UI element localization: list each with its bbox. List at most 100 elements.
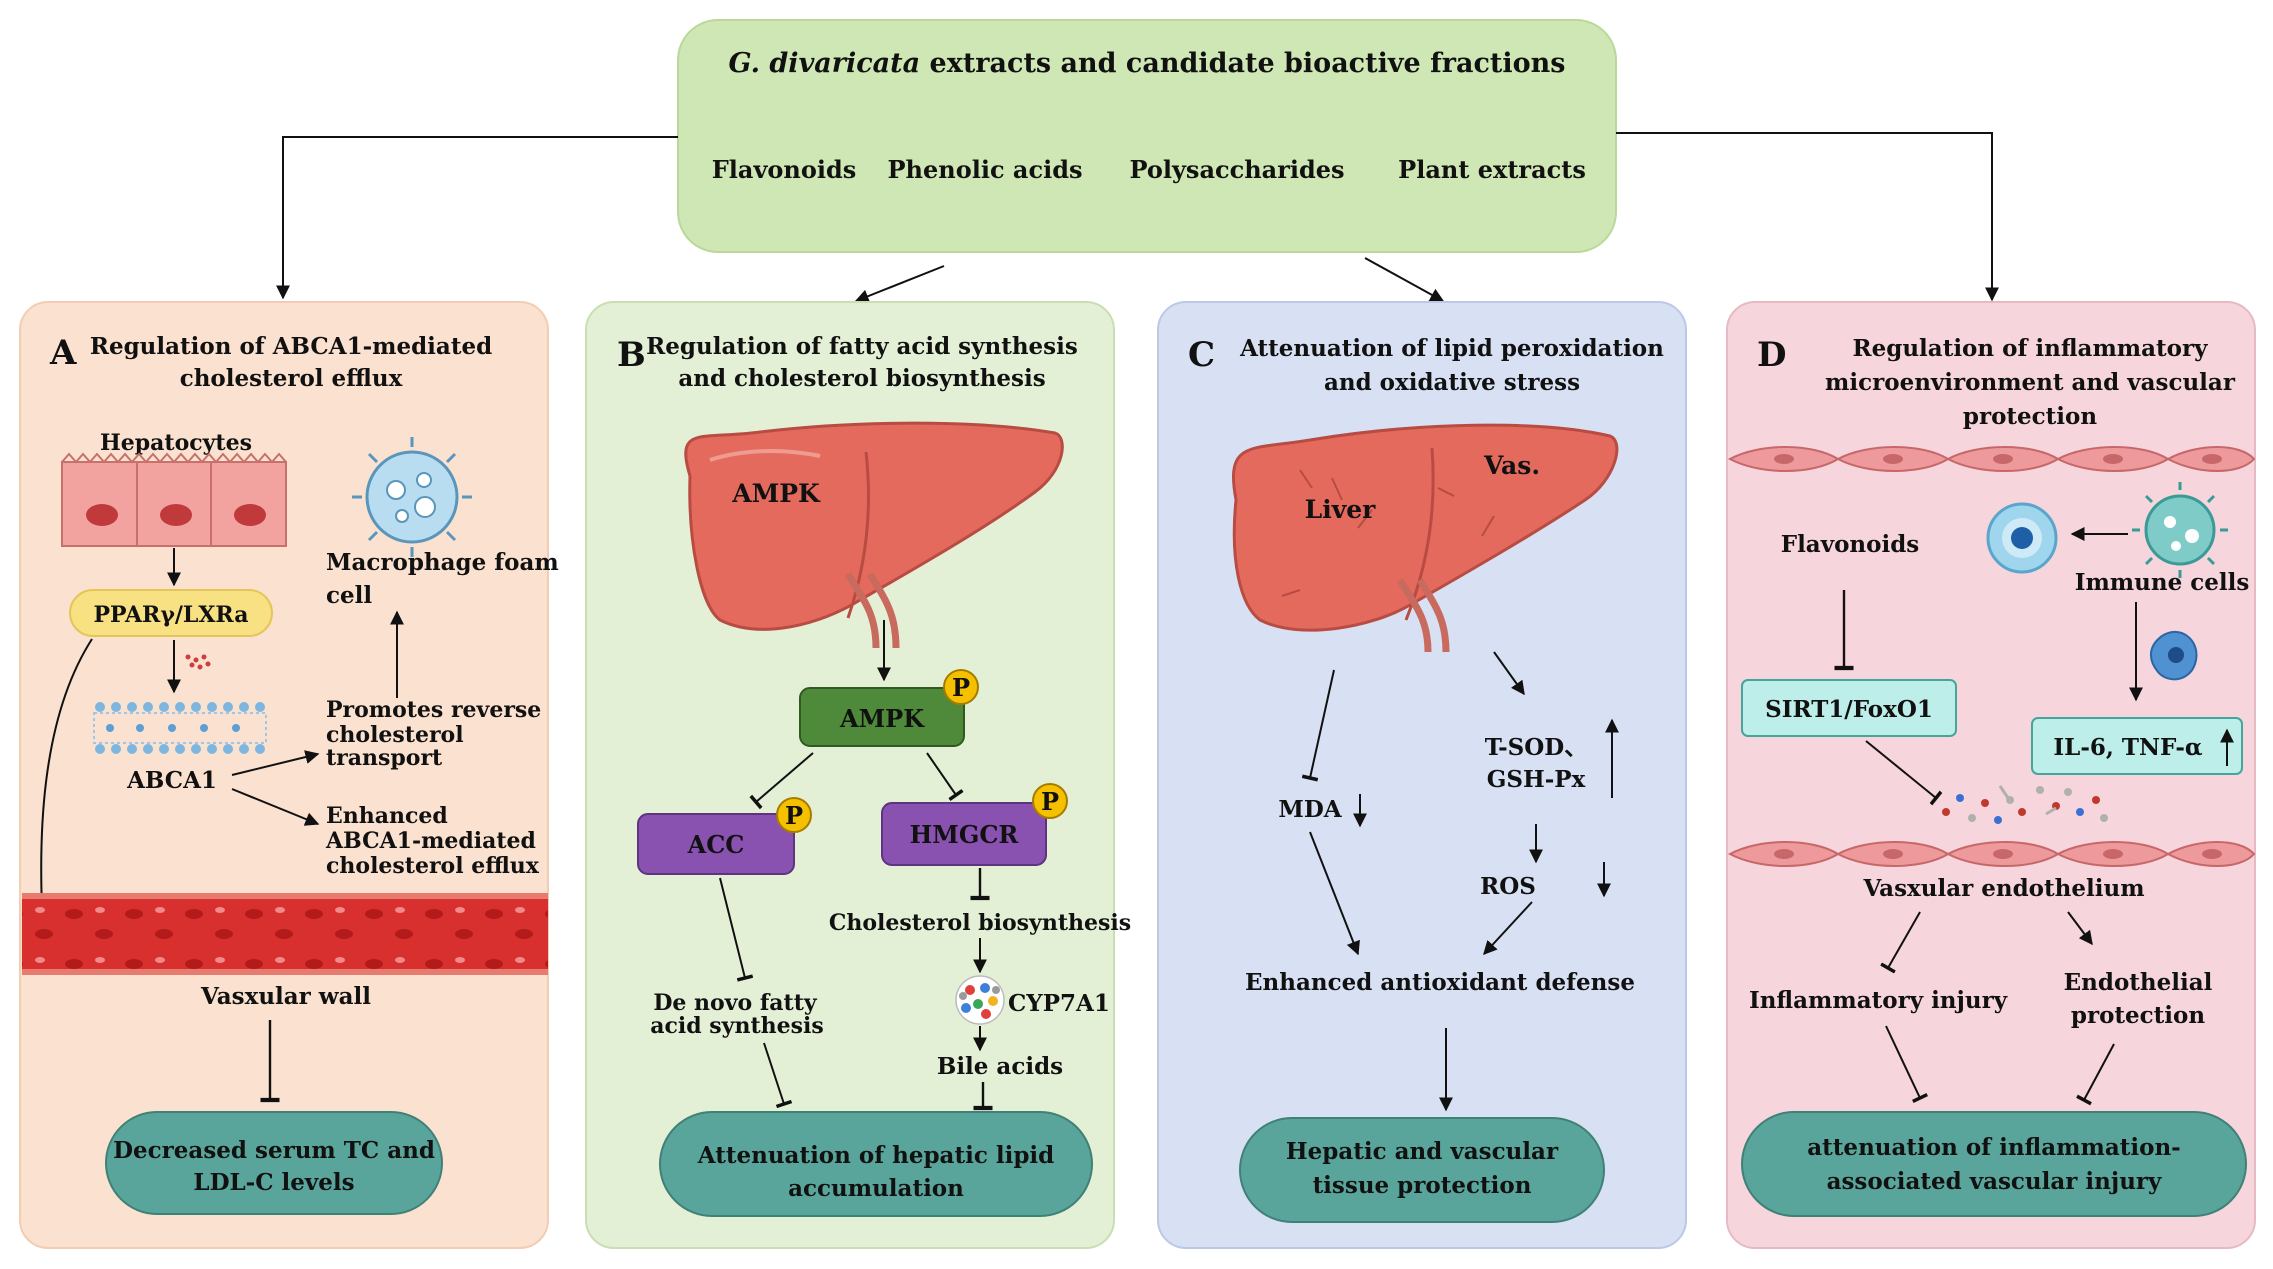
arrow-to-panel-b <box>854 265 945 303</box>
acc-phospho-label: P <box>785 801 803 830</box>
endothelial-protection-line-1: Endothelial <box>2064 969 2213 996</box>
panel-a-title-line-1: Regulation of ABCA1-mediated <box>90 333 492 360</box>
receptor-label: PPARγ/LXRa <box>94 602 249 628</box>
denovo-line-1: De novo fatty <box>653 990 818 1016</box>
tsod-label: T-SOD、 <box>1485 734 1587 761</box>
endothelium-label: Vasxular endothelium <box>1862 875 2144 902</box>
efflux-line-3: cholesterol efflux <box>326 853 540 879</box>
panel-a-outcome <box>105 1111 443 1215</box>
panel-b-title-line-2: and cholesterol biosynthesis <box>678 365 1045 392</box>
liver-label: Liver <box>1305 495 1377 524</box>
panel-d-letter: D <box>1757 335 1786 375</box>
gshpx-label: GSH-Px <box>1487 766 1586 793</box>
il6-label: IL-6, TNF-α <box>2053 734 2202 761</box>
header-box: G. divaricata extracts and candidate bio… <box>677 19 1617 253</box>
hmgcr-box <box>881 802 1047 866</box>
endothelium-top-illustration <box>1727 446 2256 472</box>
panel-d-title-line-1: Regulation of inflammatory <box>1853 335 2209 362</box>
liver-illustration-c <box>1231 423 1619 653</box>
arrow-to-panel-a <box>276 136 678 300</box>
reverse-transport-line-3: transport <box>326 745 443 771</box>
abca1-label: ABCA1 <box>126 767 217 794</box>
panel-c-outcome <box>1239 1117 1605 1223</box>
panel-c-outcome-line-1: Hepatic and vascular <box>1286 1138 1559 1165</box>
panel-b: B Regulation of fatty acid synthesis and… <box>585 301 1131 1249</box>
endothelial-protection-line-2: protection <box>2071 1002 2206 1029</box>
panel-c-title-line-1: Attenuation of lipid peroxidation <box>1239 335 1664 362</box>
endothelium-bottom-illustration <box>1727 841 2256 867</box>
efflux-line-1: Enhanced <box>326 803 448 829</box>
panel-d-outcome <box>1741 1111 2247 1217</box>
sirt-label: SIRT1/FoxO1 <box>1765 696 1933 723</box>
panel-b-outcome-line-1: Attenuation of hepatic lipid <box>697 1142 1054 1169</box>
hepatocytes-illustration <box>61 452 287 547</box>
denovo-line-2: acid synthesis <box>650 1013 824 1039</box>
vas-label: Vas. <box>1483 451 1540 480</box>
panel-d-outcome-line-1: attenuation of inflammation- <box>1807 1134 2180 1161</box>
vessel-wall-illustration <box>22 893 548 975</box>
reverse-transport-line-1: Promotes reverse <box>326 697 541 723</box>
fraction-phenolic-acids: Phenolic acids <box>888 155 1083 184</box>
sirt-box <box>1741 679 1957 737</box>
cyp7a1-molecule-icon <box>955 975 1005 1025</box>
fraction-polysaccharides: Polysaccharides <box>1129 155 1344 184</box>
efflux-line-2: ABCA1-mediated <box>325 828 536 854</box>
mda-label: MDA <box>1278 796 1342 823</box>
hmgcr-phospho-badge <box>1032 783 1068 819</box>
panel-b-outcome-line-2: accumulation <box>788 1175 964 1202</box>
ampk-phospho-badge <box>943 669 979 705</box>
acc-box-label: ACC <box>687 830 745 859</box>
immune-cells-label: Immune cells <box>2075 569 2250 596</box>
panel-b-title-line-1: Regulation of fatty acid synthesis <box>646 333 1078 360</box>
panel-c-title-line-2: and oxidative stress <box>1324 369 1580 396</box>
fraction-plant-extracts: Plant extracts <box>1398 155 1586 184</box>
cholesterol-biosynthesis-label: Cholesterol biosynthesis <box>829 910 1131 936</box>
panel-d-title-line-3: protection <box>1963 403 2098 430</box>
hmgcr-box-label: HMGCR <box>910 820 1020 849</box>
acc-phospho-badge <box>776 797 812 833</box>
activated-cell-icon <box>2150 630 2198 681</box>
liver-illustration-b <box>684 421 1064 649</box>
reverse-transport-line-2: cholesterol <box>326 722 464 748</box>
ampk-box <box>799 687 965 747</box>
acc-box <box>637 813 795 875</box>
fraction-flavonoids: Flavonoids <box>712 155 857 184</box>
receptor-pill <box>69 589 273 637</box>
macrophage-label-line-1: Macrophage foam <box>326 549 559 576</box>
panel-a-outcome-line-2: LDL-C levels <box>193 1169 354 1196</box>
cholesterol-dots <box>185 654 211 670</box>
header-connectors <box>276 132 1999 303</box>
ampk-box-label: AMPK <box>839 704 925 733</box>
hepatocytes-label: Hepatocytes <box>100 430 252 456</box>
hmgcr-phospho-label: P <box>1041 787 1059 816</box>
panel-b-outcome <box>659 1111 1093 1217</box>
flavonoids-label: Flavonoids <box>1781 531 1920 558</box>
panel-c-outcome-line-2: tissue protection <box>1313 1172 1532 1199</box>
immune-cluster-icon <box>2132 482 2228 578</box>
panel-d-title-line-2: microenvironment and vascular <box>1825 369 2236 396</box>
panel-b-letter: B <box>617 335 646 375</box>
header-title: G. divaricata extracts and candidate bio… <box>729 48 1566 79</box>
inflammatory-injury-label: Inflammatory injury <box>1749 987 2008 1014</box>
ampk-phospho-label: P <box>952 673 970 702</box>
cyp7a1-label: CYP7A1 <box>1008 990 1110 1017</box>
panel-a: A Regulation of ABCA1-mediated cholester… <box>19 301 559 1249</box>
panel-a-outcome-line-1: Decreased serum TC and <box>113 1137 435 1164</box>
arrow-to-panel-c <box>1364 257 1445 302</box>
membrane-illustration <box>93 702 267 754</box>
il6-box <box>2031 717 2243 775</box>
cytokine-particles <box>1942 785 2108 824</box>
immune-cell-icon <box>1986 502 2058 574</box>
ros-label: ROS <box>1480 873 1536 900</box>
panel-a-title-line-2: cholesterol efflux <box>180 365 403 392</box>
antioxidant-label: Enhanced antioxidant defense <box>1245 969 1635 996</box>
arrow-to-panel-d <box>1616 132 1999 302</box>
bile-acids-label: Bile acids <box>937 1053 1063 1080</box>
panel-c: C Attenuation of lipid peroxidation and … <box>1157 301 1687 1249</box>
macrophage-label-line-2: cell <box>326 582 372 609</box>
panel-d-outcome-line-2: associated vascular injury <box>1827 1168 2162 1195</box>
panel-a-letter: A <box>49 333 77 373</box>
panel-c-letter: C <box>1188 335 1215 375</box>
macrophage-icon <box>352 437 472 557</box>
